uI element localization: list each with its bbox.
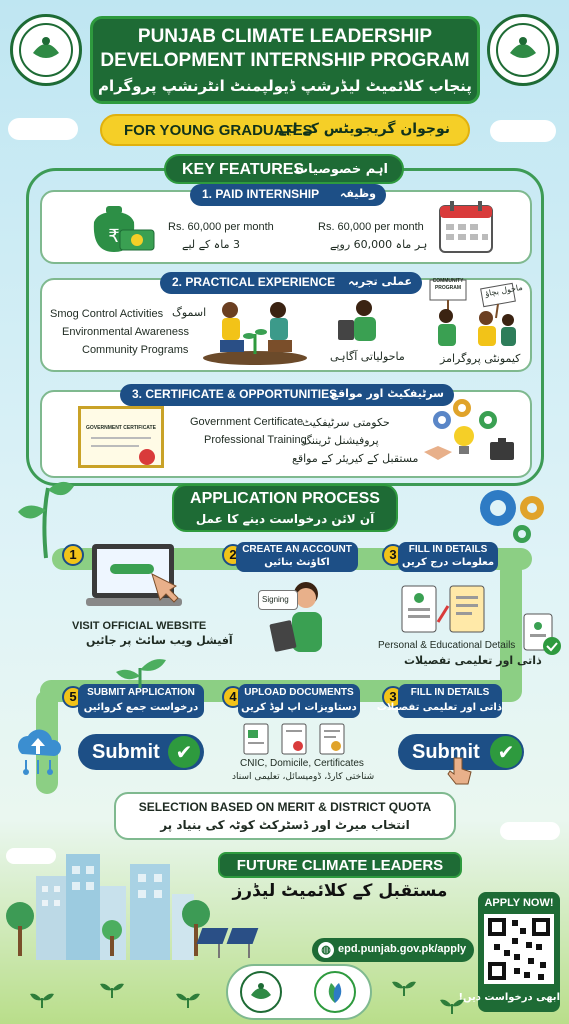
forms-icon — [394, 582, 494, 642]
step-4-docs: CNIC, Domicile, Certificates — [240, 758, 364, 769]
page-title-urdu: پنجاب کلائمیٹ لیڈرشپ ڈیولپمنٹ انٹرنشپ پر… — [98, 77, 472, 95]
practical-item-smog: Smog Control Activities — [50, 308, 164, 320]
certificate-item1-urdu: حکومتی سرٹیفکیٹ — [302, 416, 390, 429]
city-skyline-illustration — [0, 846, 569, 970]
calendar-icon — [436, 198, 496, 260]
subtitle-en: FOR YOUNG GRADUATES — [124, 122, 313, 139]
subtitle-urdu: نوجوان گریجویٹس کے لیے — [278, 121, 450, 137]
certificate-item3-urdu: مستقبل کے کیریئر کے مواقع — [292, 452, 419, 465]
certificate-item2-urdu: پروفیشنل ٹریننگ — [302, 434, 379, 447]
step-3a-details: Personal & Educational Details — [378, 640, 516, 651]
opportunities-icons — [420, 396, 520, 476]
selection-box: SELECTION BASED ON MERIT & DISTRICT QUOT… — [114, 792, 456, 840]
cloud-upload-icon — [10, 722, 66, 782]
laptop-icon — [86, 540, 186, 620]
selection-text: SELECTION BASED ON MERIT & DISTRICT QUOT… — [138, 800, 432, 814]
signing-person-illustration — [258, 578, 340, 662]
tablet-person-illustration — [330, 298, 390, 350]
globe-icon: ◍ — [318, 942, 334, 958]
practical-item-awareness: Environmental Awareness — [62, 326, 189, 338]
future-leaders-title: FUTURE CLIMATE LEADERS — [218, 852, 462, 878]
document-check-icon — [520, 612, 564, 662]
process-track-right — [500, 560, 522, 700]
sprout-icon — [392, 976, 416, 1000]
page-title-line1: PUNJAB CLIMATE LEADERSHIP — [137, 26, 433, 47]
step-4-docs-urdu: شناختی کارڈ، ڈومیسائل، تعلیمی اسناد — [232, 772, 375, 782]
label-smog-urdu: اسموگ — [172, 306, 207, 319]
checkmark-icon: ✔ — [490, 736, 522, 768]
step-5-label-box: SUBMIT APPLICATION درخواست جمع کروائیں — [78, 684, 204, 718]
step-4-label-box: UPLOAD DOCUMENTS دستاویزات اپ لوڈ کریں — [238, 684, 360, 718]
svg-text:₹: ₹ — [108, 226, 119, 247]
application-process-title: APPLICATION PROCESS آن لائن درخواست دینے… — [172, 484, 398, 532]
checkmark-icon: ✔ — [168, 736, 200, 768]
sign-community: COMMUNITY PROGRAM — [432, 278, 464, 291]
cloud-icon — [6, 848, 56, 864]
step-3b-label-box: FILL IN DETAILS ذاتی اور تعلیمی تفصیلات — [377, 684, 502, 718]
cloud-icon — [490, 120, 556, 142]
documents-icon — [240, 722, 350, 760]
leaf-icon — [12, 470, 82, 564]
step-1-label: VISIT OFFICIAL WEBSITE — [72, 620, 207, 632]
signing-speech-bubble: Signing — [258, 590, 298, 610]
step-1-number: 1 — [62, 544, 84, 566]
step-1-label-urdu: آفیشل ویب سائٹ پر جائیں — [86, 634, 233, 647]
leaf-icon — [110, 650, 170, 694]
header-banner: PUNJAB CLIMATE LEADERSHIP DEVELOPMENT IN… — [90, 16, 480, 104]
certificate-item2: Professional Training — [204, 434, 307, 446]
epd-logo-icon — [314, 971, 356, 1013]
step-3a-details-urdu: ذاتی اور تعلیمی تفصیلات — [404, 654, 542, 667]
cloud-icon — [8, 118, 78, 140]
practical-item-community: Community Programs — [82, 344, 189, 356]
key-features-title: KEY FEATURES اہم خصوصیات — [164, 154, 404, 184]
community-program-illustration — [424, 276, 524, 356]
money-bag-icon: ₹ — [86, 200, 158, 260]
paid-amount-left: Rs. 60,000 per month — [168, 221, 274, 233]
website-link[interactable]: ◍ epd.punjab.gov.pk/apply — [312, 938, 474, 962]
future-leaders-urdu: مستقبل کے کلائمیٹ لیڈرز — [232, 881, 448, 901]
label-community-urdu: کیمونٹی پروگرامز — [440, 352, 521, 365]
subtitle-bar: FOR YOUNG GRADUATES نوجوان گریجویٹس کے ل… — [100, 114, 470, 146]
sprout-icon — [440, 994, 464, 1018]
punjab-seal-icon — [240, 971, 282, 1013]
sprout-icon — [30, 988, 54, 1012]
bottom-logo-bar — [226, 964, 372, 1020]
certificate-heading: 3. CERTIFICATE & OPPORTUNITIES سرٹیفکیٹ … — [120, 384, 454, 406]
selection-text-urdu: انتخاب میرٹ اور ڈسٹرکٹ کوٹہ کی بنیاد پر — [160, 818, 410, 832]
paid-amount-right-urdu: ہر ماہ 60,000 روپے — [330, 238, 428, 251]
certificate-item1: Government Certificate — [190, 416, 304, 428]
paid-duration-urdu: 3 ماہ کے لیے — [182, 238, 240, 251]
cloud-icon — [500, 822, 560, 840]
sprout-icon — [100, 978, 124, 1002]
paid-internship-heading: 1. PAID INTERNSHIP وظیفہ — [190, 184, 386, 206]
step-3a-label-box: FILL IN DETAILS معلومات درج کریں — [398, 542, 498, 572]
apply-now-panel[interactable]: APPLY NOW! ابھی درخواست دیں! — [458, 892, 560, 1012]
punjab-logo-right — [487, 14, 559, 86]
qr-code-icon — [484, 914, 554, 984]
punjab-logo-left — [10, 14, 82, 86]
certificate-icon: GOVERNMENT CERTIFICATE — [78, 406, 164, 468]
hand-pointer-icon — [446, 756, 474, 790]
practical-experience-heading: 2. PRACTICAL EXPERIENCE عملی تجربہ — [160, 272, 422, 294]
step-2-label-box: CREATE AN ACCOUNT اکاؤنٹ بنائیں — [236, 542, 358, 572]
gears-icon — [470, 478, 560, 552]
page-title-line2: DEVELOPMENT INTERNSHIP PROGRAM — [100, 50, 470, 71]
sprout-icon — [176, 988, 200, 1012]
label-awareness-urdu: ماحولیاتی آگاہی — [330, 350, 405, 363]
paid-amount-right: Rs. 60,000 per month — [318, 221, 424, 233]
planting-people-illustration — [200, 296, 310, 370]
